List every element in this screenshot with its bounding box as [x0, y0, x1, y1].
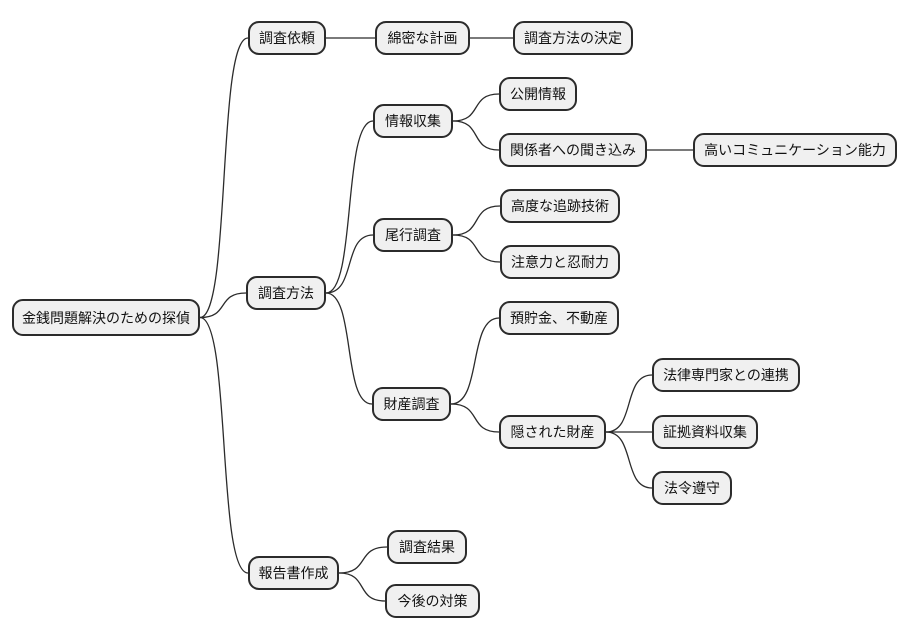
node-information-gathering: 情報収集 [373, 104, 453, 138]
node-deposits-real-estate: 預貯金、不動産 [499, 301, 619, 335]
node-interviewing-related-parties: 関係者への聞き込み [499, 133, 647, 167]
node-investigation-methods: 調査方法 [246, 276, 326, 310]
edge-kakusareta-houritsu [605, 374, 653, 433]
edge-houkoku-taisaku [338, 572, 386, 602]
edge-zaisan-yochokin [450, 317, 500, 405]
edge-root-irai [199, 37, 249, 319]
edge-bikou-tsuiseki [452, 205, 501, 236]
edge-root-houkoku [199, 316, 249, 574]
edge-root-houhou [199, 292, 247, 319]
node-money-problem-detective: 金銭問題解決のための探偵 [12, 299, 200, 336]
node-advanced-tracking-techniques: 高度な追跡技術 [500, 189, 620, 223]
node-hidden-assets: 隠された財産 [499, 415, 606, 449]
node-legal-compliance: 法令遵守 [652, 471, 732, 505]
edge-jouhou-koukai [452, 93, 500, 122]
node-method-decision: 調査方法の決定 [513, 21, 633, 55]
node-investigation-results: 調査結果 [387, 530, 467, 564]
edge-jouhou-kikikomi [452, 120, 500, 151]
edge-kakusareta-hourei [605, 431, 653, 489]
node-legal-expert-collaboration: 法律専門家との連携 [652, 358, 800, 392]
edge-zaisan-kakusareta [450, 403, 500, 433]
node-asset-investigation: 財産調査 [372, 387, 451, 421]
node-careful-planning: 綿密な計画 [375, 21, 470, 55]
node-high-communication-skills: 高いコミュニケーション能力 [693, 133, 897, 167]
node-attention-and-patience: 注意力と忍耐力 [500, 245, 620, 279]
edge-houhou-bikou [325, 234, 374, 294]
node-public-information: 公開情報 [499, 77, 577, 111]
edge-houhou-zaisan [325, 292, 373, 405]
edge-houhou-jouhou [325, 120, 374, 294]
node-future-measures: 今後の対策 [385, 584, 480, 618]
node-evidence-collection: 証拠資料収集 [652, 415, 758, 449]
node-investigation-request: 調査依頼 [248, 21, 326, 55]
edge-houkoku-kekka [338, 546, 388, 574]
edge-bikou-chuui [452, 234, 501, 263]
node-report-creation: 報告書作成 [248, 556, 339, 590]
node-tailing-investigation: 尾行調査 [373, 218, 453, 252]
